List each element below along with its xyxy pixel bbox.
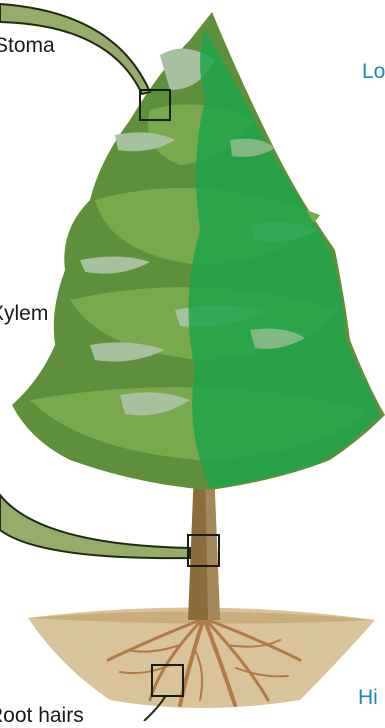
stoma-label: Stoma (0, 34, 55, 58)
bottom-side-label: Hi (358, 686, 378, 710)
root-hairs-label: Root hairs (0, 704, 84, 728)
xylem-leader (0, 495, 190, 558)
tree-foliage (12, 12, 385, 490)
top-side-label: Lo (362, 60, 385, 84)
xylem-label: Xylem (0, 302, 48, 326)
